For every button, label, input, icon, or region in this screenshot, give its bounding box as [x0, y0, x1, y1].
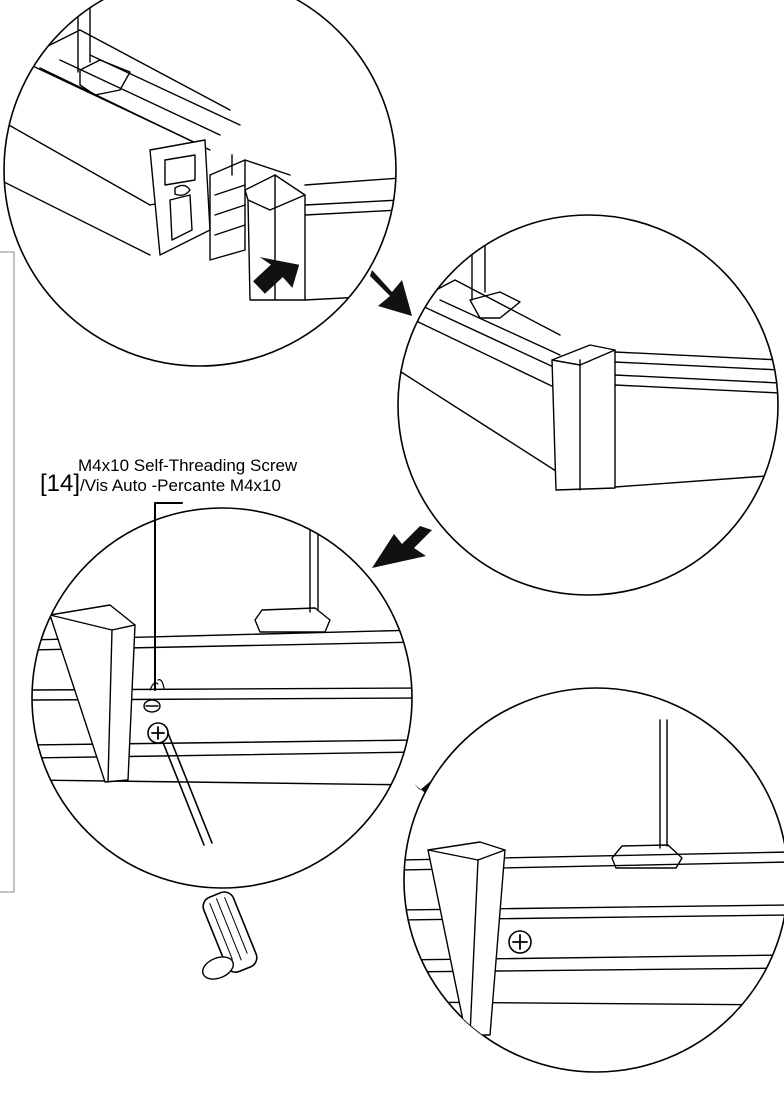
side-frame: [0, 251, 15, 893]
part-name-fr: /Vis Auto -Percante M4x10: [80, 476, 281, 495]
screw-head-icon: [508, 930, 532, 954]
detail-circle-2: [397, 214, 779, 596]
screwdriver-icon: [159, 732, 258, 980]
push-arrow-icon: [253, 257, 300, 294]
step-arrow-icon: [370, 270, 412, 316]
detail-circle-4: [403, 687, 784, 1073]
step-arrow-icon: [372, 526, 432, 568]
detail-circle-3: [31, 502, 413, 980]
detail-circle-1: [3, 0, 397, 367]
part-number: [14]: [40, 470, 81, 497]
part-name-en: M4x10 Self-Threading Screw: [78, 456, 298, 475]
screw-head-icon: [147, 722, 169, 744]
